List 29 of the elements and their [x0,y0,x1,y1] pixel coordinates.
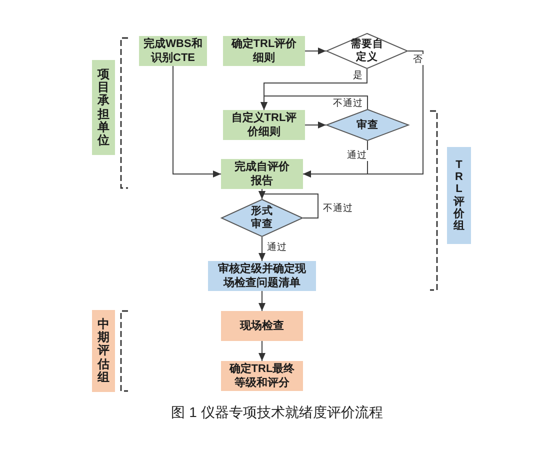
edge-label: 不通过 [332,98,364,109]
edge-label: 是 [352,70,364,81]
process-box: 完成WBS和识别CTE [139,36,207,66]
figure-caption: 图 1 仪器专项技术就绪度评价流程 [170,403,384,421]
process-box: 审核定级并确定现场检查问题清单 [208,261,316,291]
arrow [258,191,318,218]
process-box: 现场检查 [221,311,303,341]
group-label: 中期评估组 [92,310,115,392]
edge-label: 通过 [346,150,368,161]
process-box: 完成自评价报告 [221,159,303,189]
process-box: 确定TRL最终等级和评分 [221,361,303,391]
arrow [172,66,222,178]
edge-label: 通过 [266,242,288,253]
arrow [258,290,266,312]
arrow [302,50,424,178]
arrow [304,122,326,128]
group-label: TRL评价组 [447,147,471,244]
edge-label: 否 [412,54,424,65]
decision-diamond: 审查 [326,109,409,141]
edge-label: 不通过 [322,203,354,214]
group-label: 项目承担单位 [92,60,115,155]
arrow [258,340,266,362]
process-box: 确定TRL评价细则 [223,36,305,66]
process-box: 自定义TRL评价细则 [223,110,305,140]
decision-diamond: 需要自定义 [326,33,408,69]
arrow [260,96,368,110]
arrow [258,236,266,262]
decision-diamond: 形式审查 [221,199,303,237]
arrow [304,48,326,54]
